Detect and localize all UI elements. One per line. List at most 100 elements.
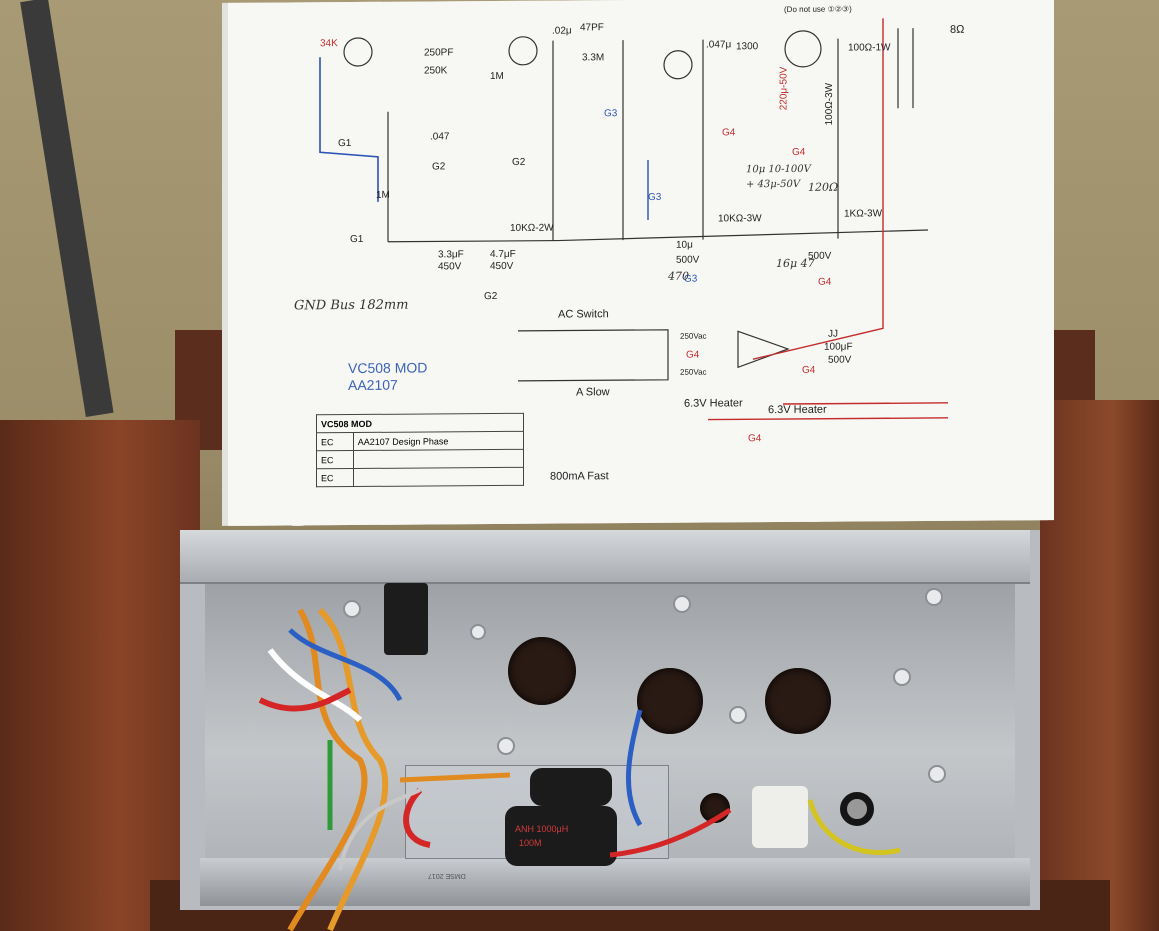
table-cell	[353, 449, 524, 469]
chassis-front-rail	[180, 530, 1030, 584]
table-cell: EC	[316, 450, 354, 469]
label-1m: 1M	[490, 70, 504, 83]
ground-label: G2	[432, 161, 446, 173]
wooden-stand-left	[0, 420, 200, 931]
wire-orange	[317, 607, 389, 931]
filter-capacitor-large: ANH 1000μH 100M	[505, 806, 617, 866]
ac-switch-label: AC Switch	[558, 308, 609, 321]
schematic-title: VC508 MOD AA2107	[348, 359, 427, 394]
label-450v-a: 450V	[438, 261, 462, 273]
label-3.3uf: 3.3μF	[438, 249, 464, 261]
wire-red	[609, 807, 732, 858]
wire-orange	[287, 608, 368, 931]
screw	[470, 624, 486, 640]
ground-label: G1	[338, 138, 352, 150]
ground-label: G4	[792, 146, 806, 158]
label-speaker: 8Ω	[950, 23, 965, 36]
rubber-grommet	[840, 792, 874, 826]
table-header: VC508 MOD	[316, 413, 524, 433]
ground-label: G4	[722, 127, 736, 139]
handwritten-note: + 43μ-50V	[746, 178, 801, 191]
table-cell: EC	[316, 432, 354, 451]
table-cell	[353, 467, 524, 487]
filter-capacitor-small	[530, 768, 612, 806]
screw	[893, 668, 911, 686]
ground-label: G2	[512, 156, 526, 168]
wire-yellow	[807, 799, 901, 856]
schematic-lines	[319, 18, 948, 421]
label-10k-2w: 10KΩ-2W	[510, 222, 554, 234]
handwritten-gnd-bus: GND Bus 182mm	[294, 297, 409, 314]
heater-label-1: 6.3V Heater	[684, 397, 743, 410]
label-1m-b: 1M	[376, 189, 390, 201]
wire-white	[267, 648, 363, 723]
table-row: EC	[316, 449, 524, 469]
table-row: EC	[316, 467, 524, 487]
label-10k-3w: 10KΩ-3W	[718, 213, 762, 225]
header-note: (Do not use ①②③)	[784, 4, 852, 15]
ground-label: G4	[818, 276, 832, 288]
tube-socket-hole-3	[765, 668, 831, 734]
tube-socket-hole-2	[637, 668, 703, 734]
screw	[343, 600, 361, 618]
wire-blue	[288, 628, 403, 702]
label-250pf: 250PF	[424, 47, 454, 59]
ground-label: G1	[350, 233, 364, 246]
iec-power-socket	[384, 583, 428, 655]
chassis-bottom-rail: DMSE 2017	[200, 858, 1030, 906]
ground-label: G4	[686, 349, 700, 361]
label-047u: .047μ	[706, 39, 732, 51]
rectifier-holder	[752, 786, 808, 848]
handwritten-note: 470	[668, 269, 689, 283]
ground-label: G4	[748, 433, 762, 445]
screw	[729, 706, 747, 724]
label-220u: 220μ-50V	[778, 66, 790, 111]
tube-socket-hole-1	[508, 637, 576, 705]
ground-label: G2	[484, 291, 498, 303]
ground-label: G4	[802, 364, 816, 376]
label-3.3m: 3.3M	[582, 52, 605, 64]
capacitor-label: ANH 1000μH	[515, 824, 569, 834]
label-jj: JJ	[828, 328, 838, 340]
title-line-1: VC508 MOD	[348, 359, 428, 377]
label-250k: 250K	[424, 65, 448, 77]
screw	[673, 595, 691, 613]
handwritten-note: 16μ 47	[776, 256, 815, 271]
wire-grey	[338, 788, 421, 871]
wire-blue	[625, 709, 643, 827]
label-100uf: 100μF	[824, 341, 853, 353]
ground-label: G3	[648, 191, 662, 203]
label-500v: 500V	[828, 354, 852, 366]
screw	[928, 765, 946, 783]
label-02u: .02μ	[552, 25, 572, 37]
wire-red	[258, 687, 352, 712]
label-250vac-1: 250Vac	[680, 331, 707, 341]
label-10u: 10μ	[676, 239, 693, 251]
screw	[925, 588, 943, 606]
label-100-1w: 100Ω-1W	[848, 42, 891, 54]
label-047: .047	[430, 131, 450, 143]
label-1k-3w: 1KΩ-3W	[844, 208, 883, 220]
handwritten-note: 120Ω	[808, 180, 839, 194]
label-1300: 1300	[736, 41, 759, 53]
screw	[497, 737, 515, 755]
ground-label: G3	[604, 108, 618, 120]
wire-red	[403, 787, 431, 848]
label-250vac-2: 250Vac	[680, 367, 707, 377]
a-slow-label: A Slow	[576, 386, 610, 399]
handwritten-note: 10μ 10-100V	[746, 163, 811, 176]
wooden-stand-right	[1040, 400, 1159, 931]
label-100-3w: 100Ω-3W	[823, 82, 835, 126]
label-450v-b: 450V	[490, 260, 514, 273]
label-34k: 34K	[320, 38, 338, 50]
label-4.7uf: 4.7μF	[490, 248, 516, 261]
table-cell: AA2107 Design Phase	[353, 431, 524, 451]
wire-orange	[399, 772, 511, 783]
fuse-note: 800mA Fast	[550, 470, 609, 483]
capacitor-label: 100M	[519, 838, 542, 848]
label-47pf: 47PF	[580, 22, 604, 34]
title-line-2: AA2107	[348, 376, 398, 394]
